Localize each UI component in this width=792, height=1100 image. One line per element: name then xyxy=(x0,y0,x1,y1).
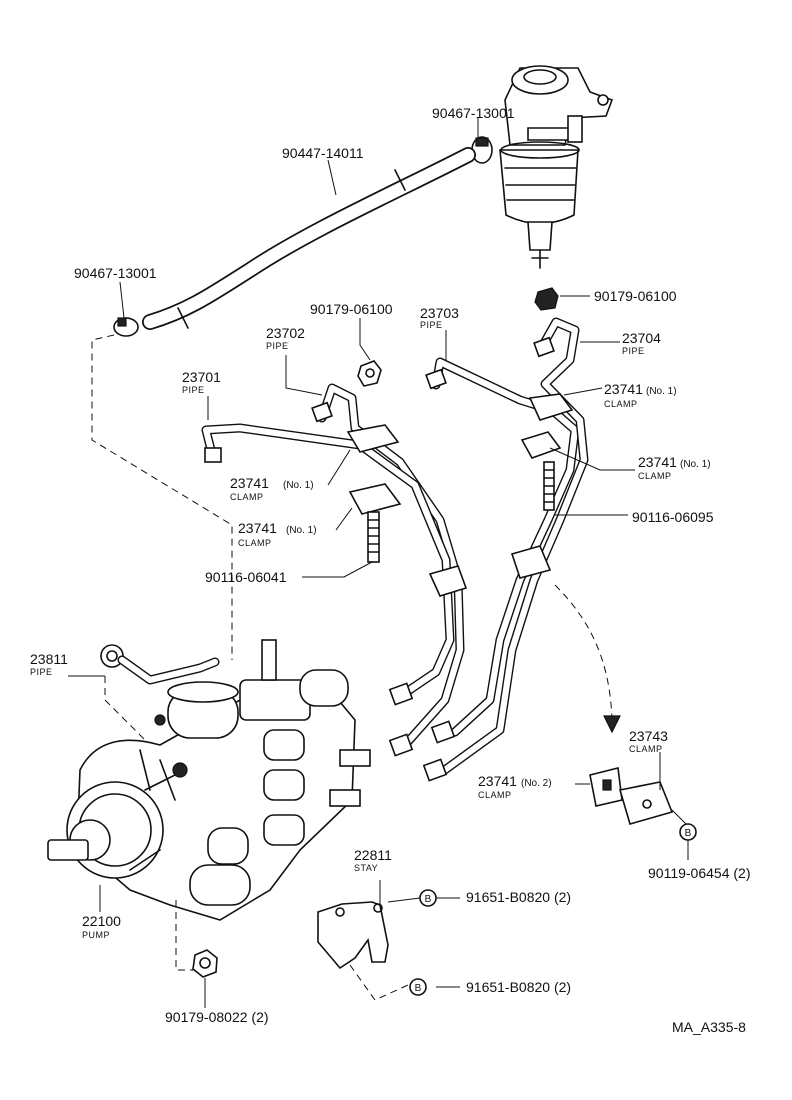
label-clamp-right-2-name: CLAMP xyxy=(638,471,672,481)
label-stay-22811-name: STAY xyxy=(354,863,378,873)
svg-text:B: B xyxy=(415,983,422,994)
label-pipe-23701-name: PIPE xyxy=(182,385,205,395)
label-pipe-23703: 23703 xyxy=(420,305,459,321)
label-filter-clip: 90467-13001 xyxy=(432,105,515,121)
stud-left xyxy=(367,511,380,563)
nut-top-right xyxy=(534,287,559,311)
label-stud-left: 90116-06041 xyxy=(205,569,287,585)
label-clamp-right-1-note: (No. 1) xyxy=(646,386,677,397)
stay-22811 xyxy=(317,901,389,970)
label-pump-22100-name: PUMP xyxy=(82,930,110,940)
clamp-no2 xyxy=(589,767,623,807)
stud-right xyxy=(543,461,555,511)
label-pipe-23702: 23702 xyxy=(266,325,305,341)
label-clamp-no2-note: (No. 2) xyxy=(521,778,552,789)
label-clamp-right-1-name: CLAMP xyxy=(604,399,638,409)
label-nut-top-right: 90179-06100 xyxy=(594,288,677,304)
label-clamp-left-1-name: CLAMP xyxy=(230,492,264,502)
label-clamp-no2: 23741 xyxy=(478,773,517,789)
label-clamp-no2-name: CLAMP xyxy=(478,790,512,800)
label-pipe-23701: 23701 xyxy=(182,369,221,385)
bolt-marker-clamp: B xyxy=(679,823,697,841)
label-clamp-right-2-note: (No. 1) xyxy=(680,459,711,470)
bolt-marker-lower: B xyxy=(409,978,427,996)
label-clamp-23743: 23743 xyxy=(629,728,668,744)
label-pipe-23811: 23811 xyxy=(30,651,68,667)
dashed-leaders xyxy=(91,334,409,1001)
label-stud-right: 90116-06095 xyxy=(632,509,714,525)
svg-text:B: B xyxy=(425,894,432,905)
nut-pump xyxy=(192,949,218,978)
label-pump-22100: 22100 xyxy=(82,913,121,929)
label-nut-pump: 90179-08022 (2) xyxy=(165,1009,269,1025)
label-stay-22811: 22811 xyxy=(354,847,392,863)
hose-clip-left xyxy=(113,317,139,337)
injection-pipes xyxy=(201,317,589,782)
label-clamp-left-1: 23741 xyxy=(230,475,269,491)
label-clamp-left-1-note: (No. 1) xyxy=(283,480,314,491)
label-bolt-lower: 91651-B0820 (2) xyxy=(466,979,571,995)
svg-text:B: B xyxy=(685,828,692,839)
bolt-marker-upper: B xyxy=(419,889,437,907)
injection-pump xyxy=(47,639,371,921)
pipe-23811 xyxy=(100,644,220,685)
leader-lines xyxy=(68,118,689,1008)
label-clamp-left-2: 23741 xyxy=(238,520,277,536)
fuel-hose xyxy=(142,147,476,330)
label-pipe-23704-name: PIPE xyxy=(622,346,645,356)
pipe-clamps xyxy=(346,393,574,597)
label-pipe-23704: 23704 xyxy=(622,330,661,346)
detail-arrow xyxy=(554,584,621,734)
label-clamp-right-2: 23741 xyxy=(638,454,677,470)
label-pipe-23811-name: PIPE xyxy=(30,667,53,677)
label-pipe-23702-name: PIPE xyxy=(266,341,289,351)
label-pipe-23703-name: PIPE xyxy=(420,320,443,330)
filter-hose-clip xyxy=(471,136,493,164)
nut-center xyxy=(357,360,382,387)
label-hose: 90447-14011 xyxy=(282,145,364,161)
label-hose-clip: 90467-13001 xyxy=(74,265,157,281)
label-screw-clamp: 90119-06454 (2) xyxy=(648,865,750,881)
label-clamp-left-2-note: (No. 1) xyxy=(286,525,317,536)
fuel-filter xyxy=(499,65,614,269)
label-clamp-23743-name: CLAMP xyxy=(629,744,663,754)
label-nut-center: 90179-06100 xyxy=(310,301,393,317)
label-clamp-left-2-name: CLAMP xyxy=(238,538,272,548)
label-clamp-right-1: 23741 xyxy=(604,381,643,397)
label-bolt-upper: 91651-B0820 (2) xyxy=(466,889,571,905)
diagram-code: MA_A335-8 xyxy=(672,1019,746,1035)
clamp-23743 xyxy=(618,781,674,825)
